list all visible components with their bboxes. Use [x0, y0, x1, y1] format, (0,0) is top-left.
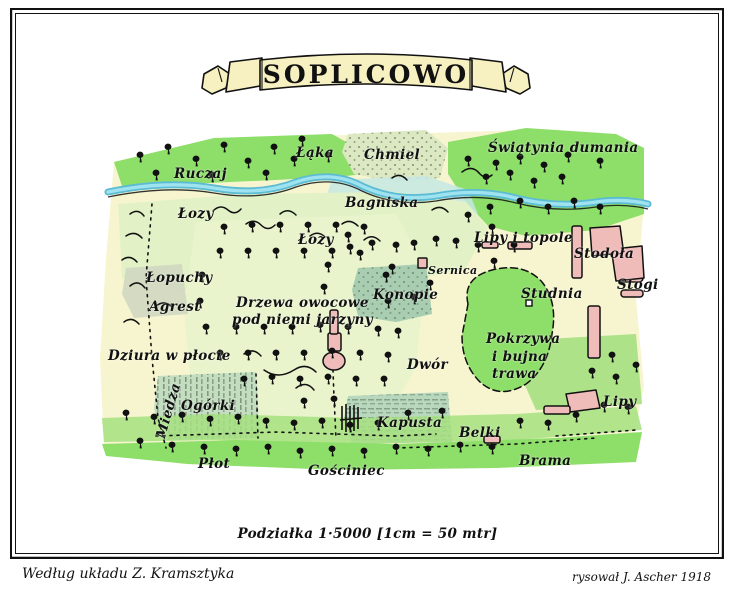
map-label-lipy: Lipy: [603, 394, 637, 410]
map-label-swiatynia: Świątynia dumania: [488, 140, 639, 156]
map-label-lipy-topole: Lipy i topole: [474, 230, 574, 246]
source-credit: Według układu Z. Kramsztyka: [22, 566, 235, 582]
title-banner: SOPLICOWO: [196, 48, 536, 104]
map-label-drzewa-1: Drzewa owocowe: [236, 295, 369, 311]
map-label-bagniska: Bagniska: [345, 195, 419, 211]
map-label-laka: Łąka: [296, 145, 335, 161]
map-label-stogi: Stogi: [617, 277, 659, 293]
map-label-gosciniec: Gościniec: [308, 463, 385, 479]
map-label-ruczaj: Ruczaj: [174, 166, 227, 182]
map-label-kapusta: Kapusta: [377, 415, 443, 431]
map-label-chmiel: Chmiel: [364, 147, 421, 163]
map-label-sernica: Sernica: [428, 264, 478, 277]
banner-ribbon-icon: [201, 53, 531, 95]
map-label-drzewa-2: pod niemi jarzyny: [232, 312, 373, 328]
scale-caption: Podziałka 1·5000 [1cm = 50 mtr]: [237, 526, 498, 542]
map-label-lozy-1: Łozy: [178, 206, 214, 222]
map-label-pokrzywa-3: trawa: [492, 366, 537, 382]
map-label-ogorki: Ogórki: [181, 398, 236, 414]
artist-credit: rysował J. Ascher 1918: [571, 570, 711, 584]
frame-inner-border: [15, 13, 719, 554]
map-label-studnia: Studnia: [521, 286, 583, 302]
map-label-dwor: Dwór: [407, 357, 449, 373]
map-label-belki: Belki: [459, 425, 501, 441]
frame-outer-border: [10, 8, 724, 559]
map-label-pokrzywa-1: Pokrzywa: [486, 331, 561, 347]
map-label-stodola: Stodoła: [574, 246, 635, 262]
map-label-lozy-2: Łozy: [298, 232, 334, 248]
map-label-agrest: Agrest: [149, 299, 201, 315]
map-label-plot: Płot: [198, 456, 231, 472]
map-label-lopuchy: Łopuchy: [146, 270, 213, 286]
map-label-dziura: Dziura w płocie: [108, 348, 231, 364]
map-title: SOPLICOWO: [262, 60, 470, 89]
map-label-konopie: Konopie: [373, 287, 439, 303]
map-label-pokrzywa-2: i bujna: [492, 349, 548, 365]
map-label-brama: Brama: [519, 453, 572, 469]
